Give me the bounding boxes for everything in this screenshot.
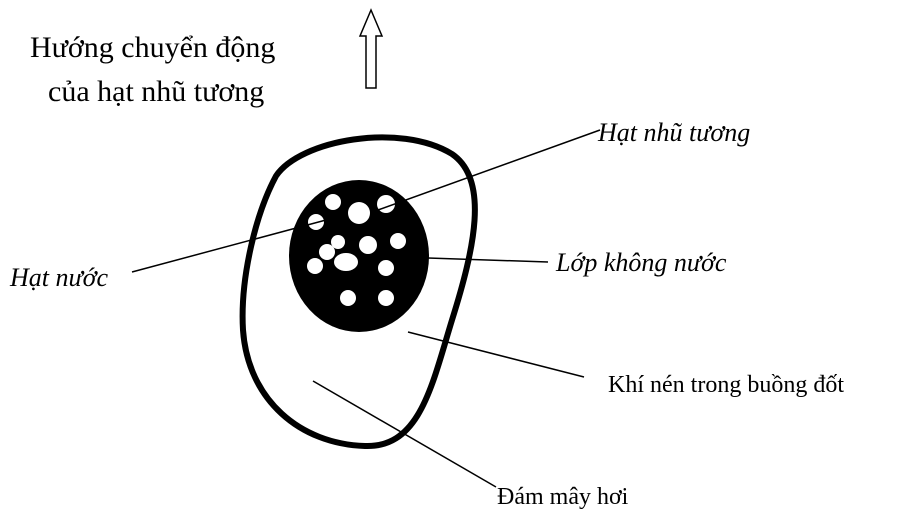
water-droplet: [377, 195, 395, 213]
water-droplet: [307, 258, 323, 274]
label-water-droplet: Hạt nước: [9, 263, 109, 292]
label-emulsion-droplet: Hạt nhũ tương: [597, 118, 750, 147]
up-arrow-outline-icon: [360, 10, 382, 88]
water-droplet: [334, 253, 358, 271]
water-droplet: [325, 194, 341, 210]
water-droplet: [340, 290, 356, 306]
motion-title-line-1: Hướng chuyển động: [30, 31, 275, 64]
water-droplet: [359, 236, 377, 254]
water-droplet: [319, 244, 335, 260]
label-waterless-layer: Lớp không nước: [555, 248, 727, 277]
label-vapor-cloud: Đám mây hơi: [497, 484, 629, 510]
label-compressed-gas: Khí nén trong buồng đốt: [608, 372, 844, 398]
leader-line-vapor-cloud: [313, 381, 496, 487]
water-droplet: [348, 202, 370, 224]
leader-line-waterless-layer: [428, 258, 548, 262]
water-droplet: [378, 290, 394, 306]
water-droplet: [390, 233, 406, 249]
water-droplet: [378, 260, 394, 276]
motion-title-line-2: của hạt nhũ tương: [48, 75, 264, 108]
